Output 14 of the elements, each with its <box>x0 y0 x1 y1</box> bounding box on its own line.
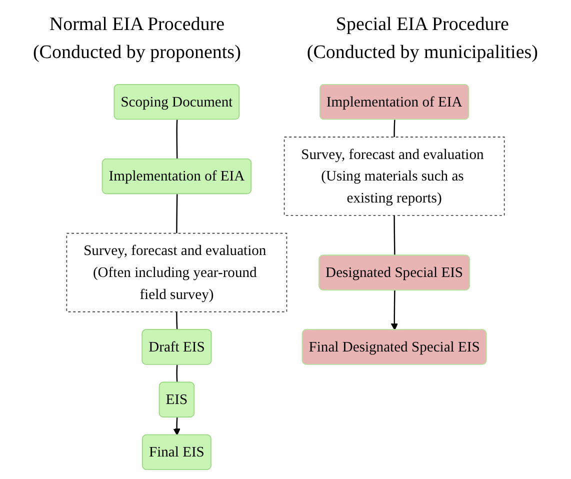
connector <box>394 216 396 256</box>
node-box: Survey, forecast and evaluation (Using materials such as existing reports) <box>284 136 505 216</box>
connector <box>176 312 178 330</box>
connector <box>176 194 178 234</box>
connector <box>176 120 178 160</box>
column-subheading: (Conducted by proponents) <box>32 41 241 65</box>
column-heading: Special EIA Procedure <box>334 13 510 37</box>
connector <box>176 364 178 383</box>
column-subheading: (Conducted by municipalities) <box>306 41 538 65</box>
arrow <box>173 417 180 436</box>
node-box: Survey, forecast and evaluation (Often including year-round field survey) <box>66 232 288 312</box>
arrow <box>390 290 398 330</box>
column-heading: Normal EIA Procedure <box>48 13 226 37</box>
connector <box>394 120 396 138</box>
